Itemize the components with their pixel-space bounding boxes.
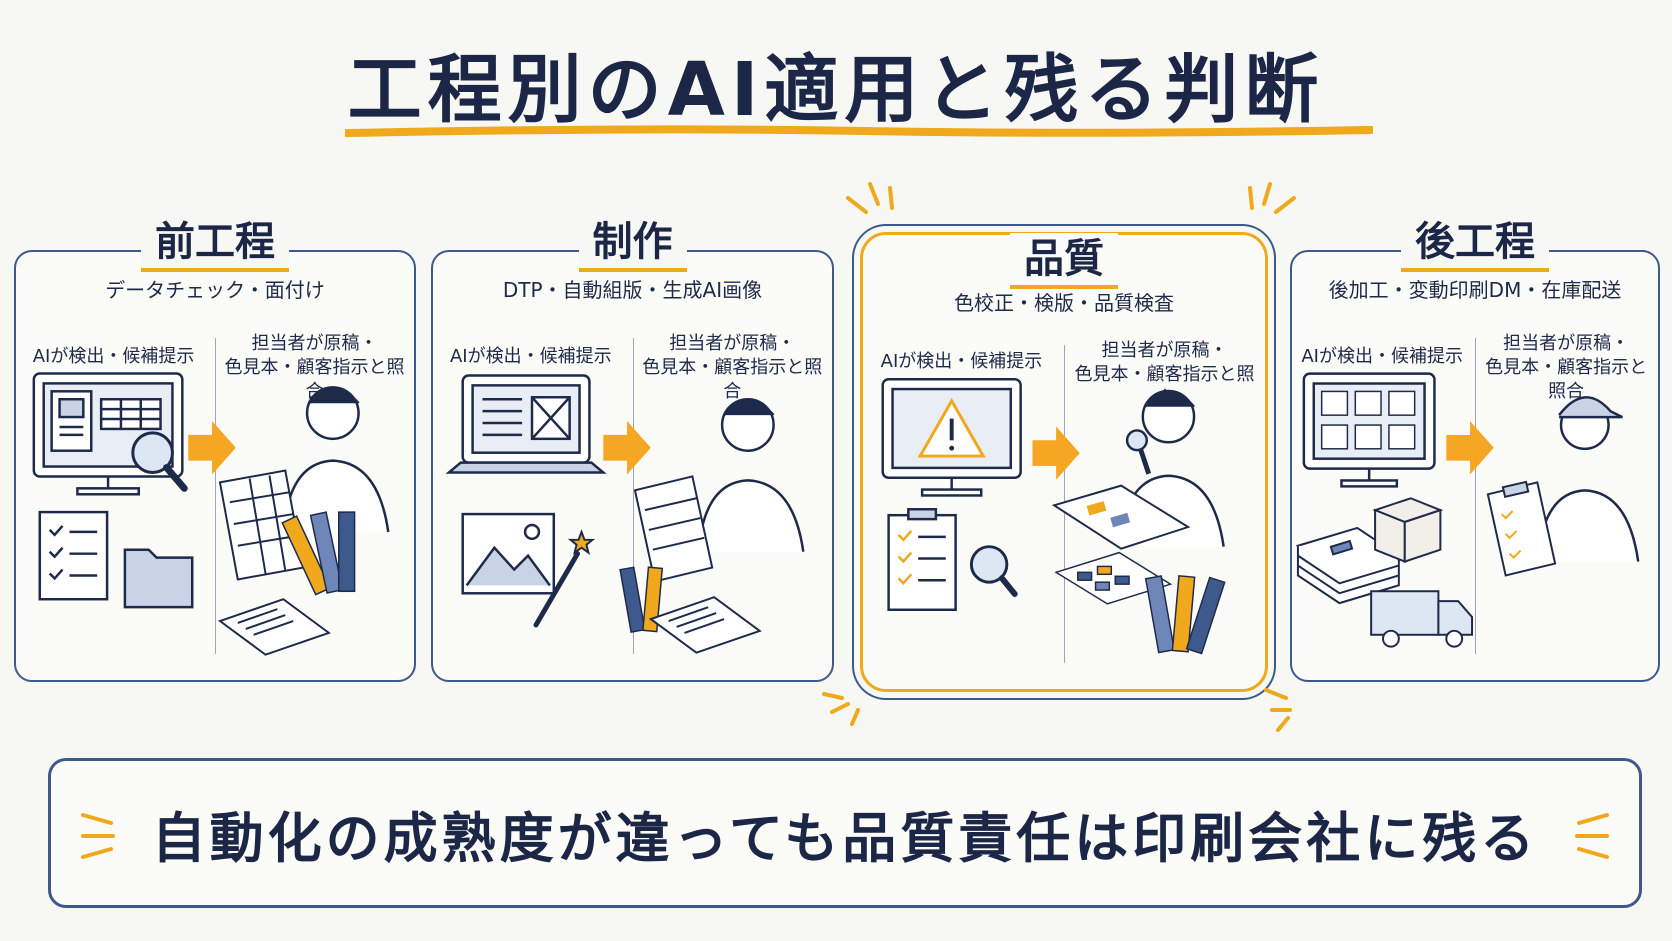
human-label: 担当者が原稿・ 色見本・顧客指示と照合 (224, 333, 405, 402)
phase-illustration (881, 377, 1226, 655)
phase-tasks: DTP・自動組版・生成AI画像 (502, 278, 763, 302)
highlight-spark-top-left (846, 182, 894, 214)
proof-sheet-icon (1051, 484, 1191, 550)
panel-divider (1475, 338, 1476, 654)
image-icon (461, 512, 556, 595)
panel-divider (632, 338, 634, 654)
phase-illustration (32, 372, 390, 656)
person-with-loupe-icon (1117, 389, 1225, 547)
phase-illustration (1295, 372, 1640, 648)
ai-label: AIが検出・候補提示 (449, 346, 612, 367)
clipboard-icon (1486, 480, 1557, 577)
phase-tasks: データチェック・面付け (105, 278, 325, 302)
color-chart-icon (1054, 551, 1173, 605)
phase-illustration (445, 374, 805, 654)
phase-panel-pre-process: 前工程 データチェック・面付け AIが検出・候補提示 担当者が原稿・ 色見本・顧… (14, 216, 416, 682)
color-swatch-icon (1144, 575, 1226, 655)
person-icon (697, 397, 805, 552)
human-label: 担当者が原稿・ 色見本・顧客指示と照合 (1485, 333, 1648, 402)
box-icon (1372, 497, 1444, 564)
phase-title: 制作 (578, 216, 687, 272)
paper-stack-icon (1295, 526, 1402, 605)
phase-tasks: 後加工・変動印刷DM・在庫配送 (1328, 278, 1622, 302)
person-icon (282, 386, 390, 533)
conclusion-text: 自動化の成熟度が違っても品質責任は印刷会社に残る (151, 806, 1539, 870)
emphasis-lines-left (81, 813, 115, 859)
title-underline (345, 125, 1373, 137)
magnifier-icon (969, 545, 1018, 597)
truck-icon (1370, 590, 1474, 648)
layout-sheet-icon (633, 475, 714, 583)
highlight-spark-bottom-right (1264, 688, 1292, 732)
phase-panel-production: 制作 DTP・自動組版・生成AI画像 AIが検出・候補提示 担当者が原稿・ 色見… (431, 216, 834, 682)
checklist-icon (38, 510, 109, 601)
person-with-cap-icon (1536, 396, 1640, 562)
human-label: 担当者が原稿・ 色見本・顧客指示と照合 (642, 333, 823, 402)
phase-panel-post-process: 後工程 後加工・変動印刷DM・在庫配送 AIが検出・候補提示 担当者が原稿・ 色… (1290, 216, 1660, 682)
phase-panel-quality: 品質 色校正・検版・品質検査 AIが検出・候補提示 担当者が原稿・ 色見本・顧客… (860, 232, 1268, 692)
warning-icon (917, 397, 986, 458)
folder-icon (123, 548, 194, 609)
output-sheet-icon (648, 596, 762, 654)
color-swatch-icon (619, 566, 664, 633)
ai-label: AIが検出・候補提示 (1301, 346, 1463, 367)
ai-label: AIが検出・候補提示 (880, 351, 1043, 372)
phase-tasks: 色校正・検版・品質検査 (954, 291, 1174, 315)
phase-title: 品質 (1010, 233, 1118, 289)
arrow-right-icon (1446, 421, 1494, 475)
checklist-icon (887, 508, 957, 611)
phase-title: 後工程 (1401, 216, 1549, 272)
emphasis-lines-right (1575, 813, 1609, 859)
arrow-right-icon (188, 421, 236, 475)
arrow-right-icon (603, 421, 651, 475)
conclusion-box: 自動化の成熟度が違っても品質責任は印刷会社に残る (48, 758, 1642, 908)
output-sheet-icon (217, 598, 331, 656)
monitor-icon (1302, 372, 1436, 488)
phase-title: 前工程 (141, 216, 289, 272)
laptop-icon (445, 374, 607, 474)
ai-label: AIが検出・候補提示 (32, 346, 195, 367)
magic-wand-icon (533, 529, 596, 628)
highlight-spark-bottom-left (822, 692, 860, 726)
magnifier-icon (131, 431, 188, 492)
panel-divider (215, 338, 216, 654)
highlight-spark-top-right (1248, 182, 1296, 214)
page-title: 工程別のAI適用と残る判断 (347, 47, 1325, 133)
arrow-right-icon (1032, 426, 1080, 480)
color-swatch-icon (281, 511, 356, 596)
